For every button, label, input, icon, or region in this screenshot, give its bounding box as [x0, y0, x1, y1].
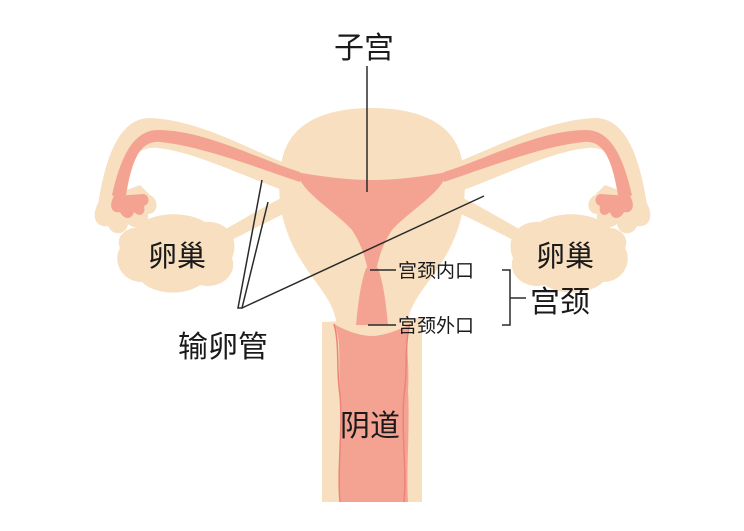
label-cervix: 宫颈 — [530, 285, 590, 320]
fallopian-tube-leader-right — [241, 195, 485, 309]
label-uterus: 子宫 — [334, 31, 394, 66]
fallopian-tube-lumen-left — [111, 130, 300, 218]
ovary-right — [510, 214, 628, 293]
label-vagina: 阴道 — [340, 409, 400, 444]
label-internal-os: 宫颈内口 — [398, 260, 474, 282]
label-ovary-right: 卵巢 — [536, 239, 594, 273]
label-ovary-left: 卵巢 — [148, 239, 206, 273]
vagina-canal — [334, 324, 410, 502]
cervical-canal — [356, 268, 388, 325]
uterine-cavity — [296, 172, 448, 322]
fallopian-tube-lumen-right — [444, 130, 633, 218]
label-external-os: 宫颈外口 — [398, 315, 474, 337]
fallopian-tube-leader-lines — [237, 179, 269, 309]
vagina-rugae-right — [402, 323, 411, 503]
vagina-rugae-left — [333, 323, 342, 503]
ovary-left — [117, 214, 235, 293]
label-fallopian-tube: 输卵管 — [178, 330, 268, 365]
cervix-bracket — [502, 269, 511, 326]
